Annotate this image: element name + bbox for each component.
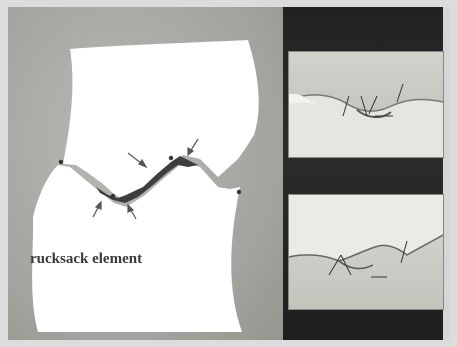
diagram-label: rucksack element (30, 251, 142, 268)
right-border (443, 7, 450, 340)
marker-dot (237, 190, 241, 194)
micrograph-bottom (288, 194, 444, 310)
marker-dot (111, 194, 115, 198)
micrograph-top (288, 51, 444, 158)
marker-dot (59, 160, 63, 164)
marker-dot (169, 156, 173, 160)
diagram-panel: rucksack element (8, 7, 283, 340)
rucksack-diagram (8, 7, 283, 340)
